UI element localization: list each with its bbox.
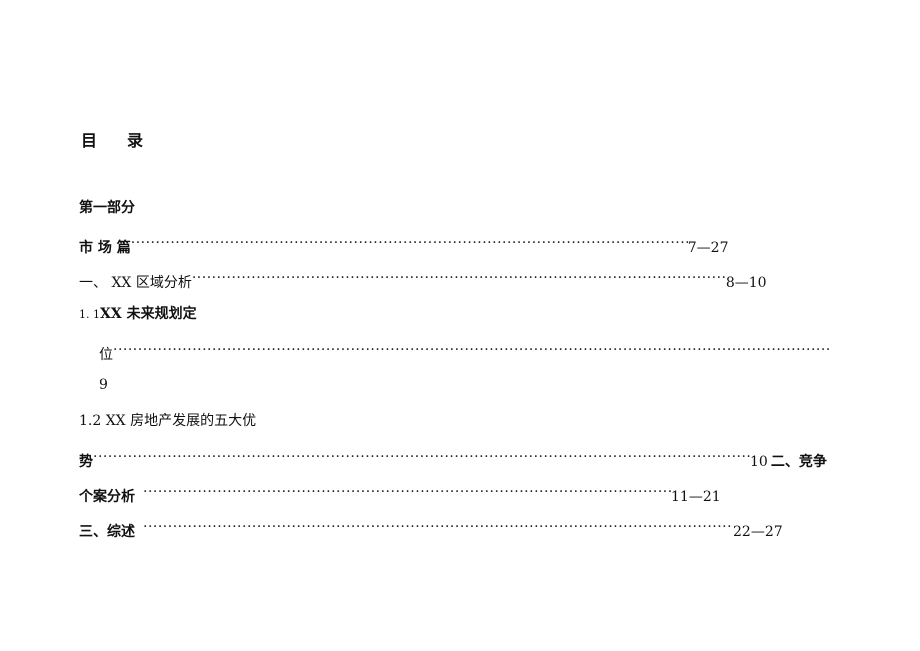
toc-entry-label: XX 未来规划定 [100, 306, 197, 322]
dot-leader: ········································… [130, 235, 688, 251]
toc-entry-label: 市 场 篇 [79, 240, 131, 256]
toc-entry-pages: 11—21 [671, 489, 721, 505]
toc-entry-label: 一、 XX 区域分析 [79, 275, 192, 291]
toc-entry-market[interactable]: 市 场 篇···································… [79, 234, 728, 257]
toc-entry-pages: 8—10 [725, 275, 767, 291]
part-heading: 第一部分 [79, 200, 135, 216]
toc-entry-1-1-cont[interactable]: 位·······································… [99, 341, 831, 364]
dot-leader: ········································… [143, 484, 671, 500]
dot-leader: ········································… [143, 519, 733, 535]
toc-entry-region-analysis[interactable]: 一、 XX 区域分析······························… [79, 269, 767, 292]
toc-entry-next-label: 二、竞争 [770, 454, 827, 470]
toc-entry-pages: 22—27 [733, 524, 783, 540]
dot-leader: ········································… [113, 342, 831, 358]
toc-entry-label: 三、综述 [79, 524, 135, 540]
toc-entry-summary[interactable]: 三、综述 ····································… [79, 518, 783, 541]
toc-entry-label: 1.2 XX 房地产发展的五大优 [79, 413, 257, 429]
toc-entry-label: 势 [79, 454, 93, 470]
toc-title-char-2: 录 [127, 131, 144, 150]
toc-entry-1-1[interactable]: 1. 1XX 未来规划定 [79, 305, 197, 324]
toc-entry-label: 个案分析 [79, 489, 135, 505]
toc-entry-1-1-page: 9 [99, 377, 108, 393]
dot-leader: ········································… [191, 270, 726, 286]
toc-title-char-1: 目 [81, 131, 98, 150]
toc-entry-1-2[interactable]: 1.2 XX 房地产发展的五大优 [79, 412, 256, 430]
toc-entry-label: 位 [99, 347, 113, 363]
toc-entry-pages: 10 [750, 454, 768, 470]
toc-entry-number: 1. 1 [79, 308, 100, 321]
toc-entry-pages: 7—27 [687, 240, 729, 256]
toc-title: 目录 [81, 127, 143, 151]
dot-leader: ········································… [93, 449, 750, 465]
toc-entry-competition[interactable]: 个案分析 ····································… [79, 483, 721, 506]
toc-entry-1-2-cont[interactable]: 势·······································… [79, 448, 827, 471]
